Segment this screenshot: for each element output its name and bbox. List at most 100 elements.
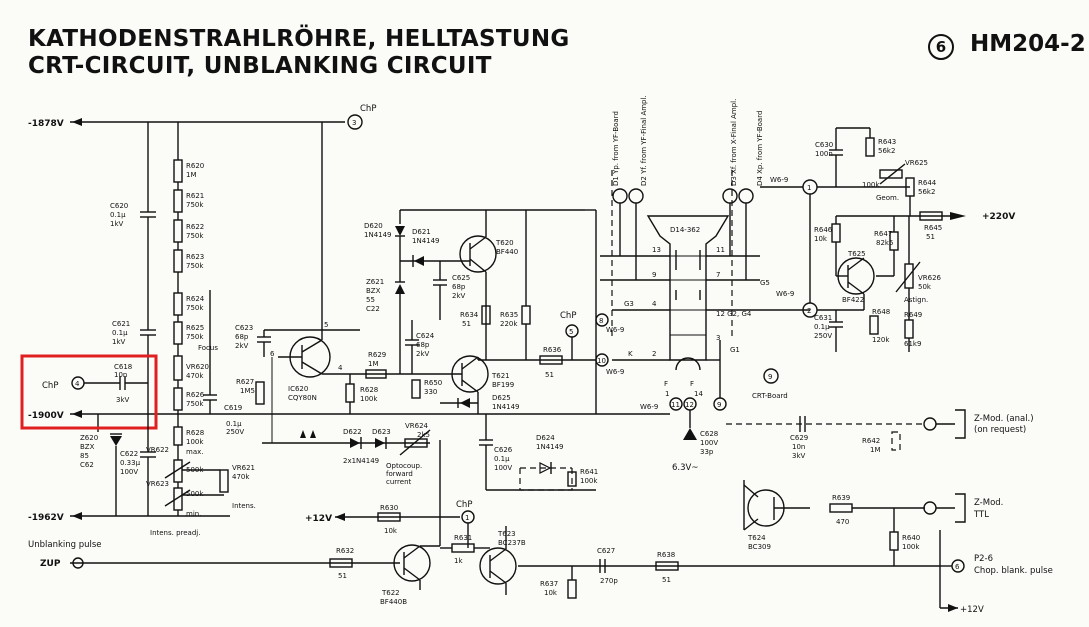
svg-text:D4 Xp. from YF-Board: D4 Xp. from YF-Board	[756, 111, 764, 186]
svg-text:470: 470	[836, 518, 849, 526]
svg-text:C626: C626	[494, 446, 513, 454]
svg-text:1N4149: 1N4149	[412, 237, 440, 245]
rail-1900v: -1900V	[28, 410, 596, 432]
svg-text:6.3V~: 6.3V~	[672, 463, 698, 473]
svg-text:R636: R636	[543, 346, 562, 354]
svg-text:100k: 100k	[902, 543, 920, 551]
svg-text:750k: 750k	[186, 333, 204, 341]
svg-text:5: 5	[324, 321, 328, 329]
svg-text:T620: T620	[495, 239, 514, 247]
svg-text:500k: 500k	[186, 466, 204, 474]
svg-text:R630: R630	[380, 504, 398, 512]
cap-c620: C620 0.1µ 1kV C621 0.1µ 1kV	[110, 150, 156, 414]
svg-text:82k5: 82k5	[876, 239, 893, 247]
svg-text:100n: 100n	[815, 150, 833, 158]
svg-text:10k: 10k	[384, 527, 398, 535]
cap-c619-r627: C619 0.1µ 250V R627 1M5	[203, 290, 265, 436]
r636-chp5: R636 51 5 ChP	[539, 311, 579, 379]
svg-text:1M: 1M	[186, 171, 197, 179]
unblanking-input: Unblanking pulse ZUP R632 51	[28, 540, 400, 580]
svg-text:D3 Xf. from X-Final Ampl.: D3 Xf. from X-Final Ampl.	[730, 99, 738, 186]
rail-1878v: ChP 3 -1878V	[28, 104, 376, 130]
svg-text:10: 10	[597, 357, 606, 365]
svg-text:Intens. preadj.: Intens. preadj.	[150, 529, 200, 537]
svg-text:BC237B: BC237B	[498, 539, 526, 547]
svg-text:3: 3	[716, 334, 720, 342]
svg-text:C621: C621	[112, 320, 130, 328]
astig-geom-stage: W6-9 1 C630 100n R643 56k2 VR625 100k Ge…	[760, 127, 1015, 352]
diode-row-d622-d623: D622 D623 2x1N4149	[262, 428, 430, 465]
svg-text:R635: R635	[500, 311, 518, 319]
svg-text:R646: R646	[814, 226, 833, 234]
svg-text:C619: C619	[224, 404, 242, 412]
svg-text:BC309: BC309	[748, 543, 771, 551]
svg-text:+12V: +12V	[960, 605, 984, 615]
title-german: KATHODENSTRAHLRÖHRE, HELLTASTUNG	[28, 26, 570, 52]
svg-text:68p: 68p	[416, 341, 430, 349]
svg-text:R643: R643	[878, 138, 896, 146]
svg-text:+12V: +12V	[305, 514, 332, 524]
svg-text:W6-9: W6-9	[776, 290, 794, 298]
svg-text:10n: 10n	[114, 371, 127, 379]
svg-text:12: 12	[685, 401, 694, 409]
svg-text:BF199: BF199	[492, 381, 514, 389]
pot-vr620	[173, 355, 183, 381]
svg-text:11: 11	[716, 246, 725, 254]
heater-c628: C628 100V 33p 6.3V~	[672, 410, 718, 473]
svg-text:G5: G5	[760, 279, 770, 287]
svg-text:5: 5	[569, 328, 573, 336]
svg-text:T622: T622	[381, 589, 400, 597]
svg-text:0.1µ: 0.1µ	[494, 455, 510, 463]
resistor-r626	[173, 387, 183, 411]
svg-text:Chop. blank. pulse: Chop. blank. pulse	[974, 566, 1053, 576]
svg-text:100k: 100k	[862, 181, 880, 189]
svg-text:1: 1	[465, 514, 469, 522]
chp-input-4: ChP 4 C618 10n 3kV	[42, 363, 148, 404]
svg-text:750k: 750k	[186, 400, 204, 408]
transistor-t621: T621 BF199 D625 1N4149 R650 330	[411, 355, 596, 414]
svg-text:ChP: ChP	[456, 500, 472, 510]
svg-text:100V: 100V	[700, 439, 718, 447]
page-number-circle: 6	[928, 34, 954, 60]
resistor-r621	[173, 189, 183, 213]
svg-text:C618: C618	[114, 363, 132, 371]
chp-label-3: ChP	[360, 104, 376, 114]
svg-text:Z620: Z620	[80, 434, 98, 442]
svg-text:R647: R647	[874, 230, 892, 238]
svg-text:Z-Mod. (anal.): Z-Mod. (anal.)	[974, 414, 1034, 424]
svg-text:BZX: BZX	[80, 443, 95, 451]
svg-text:T624: T624	[747, 534, 766, 542]
svg-text:R637: R637	[540, 580, 558, 588]
svg-text:D14-362: D14-362	[670, 226, 700, 234]
svg-text:0.1µ: 0.1µ	[814, 323, 830, 331]
zener-z620: Z620 BZX 85 C62	[80, 433, 122, 516]
resistor-r624	[173, 292, 183, 316]
svg-text:BF440: BF440	[496, 248, 518, 256]
svg-text:12 G2, G4: 12 G2, G4	[716, 310, 752, 318]
svg-text:100k: 100k	[580, 477, 598, 485]
svg-text:-1962V: -1962V	[28, 513, 64, 523]
svg-text:D623: D623	[372, 428, 391, 436]
svg-text:51: 51	[338, 572, 347, 580]
svg-text:C623: C623	[235, 324, 253, 332]
svg-text:VR624: VR624	[405, 422, 429, 430]
svg-text:ZUP: ZUP	[40, 559, 61, 569]
svg-text:T623: T623	[497, 530, 516, 538]
optocoupler-ic620: 5 6 4 IC620 CQY80N	[264, 122, 360, 443]
svg-text:750k: 750k	[186, 201, 204, 209]
svg-text:R620: R620	[186, 162, 204, 170]
svg-text:C22: C22	[366, 305, 380, 313]
svg-text:R623: R623	[186, 253, 204, 261]
svg-text:C628: C628	[700, 430, 718, 438]
highlight-box	[20, 354, 158, 430]
svg-text:R645: R645	[924, 224, 942, 232]
svg-text:2: 2	[652, 350, 656, 358]
svg-text:TTL: TTL	[973, 510, 989, 520]
svg-text:Astign.: Astign.	[904, 296, 928, 304]
svg-text:51: 51	[662, 576, 671, 584]
svg-text:3: 3	[352, 119, 356, 127]
svg-text:R638: R638	[657, 551, 675, 559]
svg-text:Unblanking pulse: Unblanking pulse	[28, 540, 102, 550]
svg-text:2kV: 2kV	[452, 292, 466, 300]
svg-text:61k9: 61k9	[904, 340, 921, 348]
